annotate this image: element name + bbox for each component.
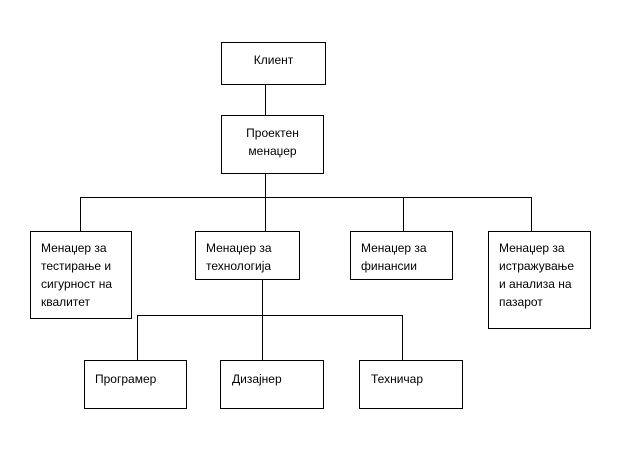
technician-box: Техничар (359, 360, 463, 409)
market-research-manager-label: Менаџер за истражување и анализа на паза… (499, 241, 575, 309)
programmer-box: Програмер (84, 360, 187, 409)
testing-quality-manager-box: Менаџер за тестирање и сигурност на квал… (30, 231, 132, 319)
client-label: Клиент (253, 53, 294, 67)
designer-box: Дизајнер (220, 360, 324, 409)
designer-label: Дизајнер (232, 372, 282, 386)
technician-label: Техничар (371, 372, 423, 386)
technology-manager-label: Менаџер за технологија (206, 241, 272, 273)
technology-manager-box: Менаџер за технологија (195, 231, 300, 280)
finance-manager-label: Менаџер за финансии (361, 241, 427, 273)
finance-manager-box: Менаџер за финансии (350, 231, 453, 280)
testing-quality-manager-label: Менаџер за тестирање и сигурност на квал… (41, 241, 113, 309)
project-manager-label: Проектен менаџер (246, 126, 299, 158)
market-research-manager-box: Менаџер за истражување и анализа на паза… (488, 231, 591, 329)
programmer-label: Програмер (95, 372, 157, 386)
project-manager-box: Проектен менаџер (221, 115, 324, 174)
client-box: Клиент (221, 42, 326, 85)
